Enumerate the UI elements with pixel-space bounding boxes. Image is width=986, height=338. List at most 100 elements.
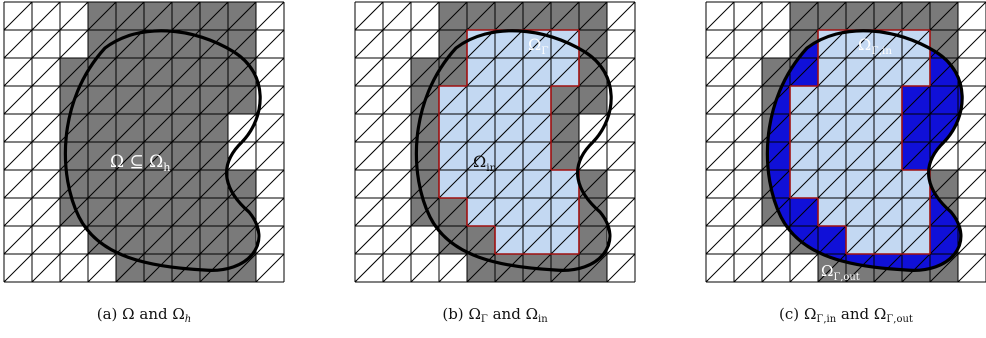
mesh-diagonal — [382, 57, 412, 87]
mesh-diagonal — [817, 197, 847, 227]
mesh-diagonal — [3, 225, 33, 255]
mesh-diagonal — [957, 169, 986, 199]
mesh-diagonal — [578, 197, 608, 227]
mesh-diagonal — [845, 225, 875, 255]
mesh-diagonal — [227, 141, 257, 171]
mesh-diagonal — [199, 113, 229, 143]
mesh-diagonal — [3, 85, 33, 115]
mesh-diagonal — [578, 57, 608, 87]
mesh-diagonal — [438, 29, 468, 59]
mesh-diagonal — [410, 225, 440, 255]
mesh-diagonal — [171, 197, 201, 227]
mesh-diagonal — [901, 253, 931, 283]
mesh-diagonal — [115, 57, 145, 87]
mesh-diagonal — [382, 113, 412, 143]
mesh-diagonal — [789, 169, 819, 199]
mesh-diagonal — [845, 85, 875, 115]
mesh-diagonal — [901, 85, 931, 115]
mesh-diagonal — [143, 197, 173, 227]
mesh-diagonal — [845, 113, 875, 143]
mesh-diagonal — [789, 113, 819, 143]
mesh-diagonal — [199, 141, 229, 171]
mesh-diagonal — [354, 1, 384, 31]
mesh-diagonal — [578, 141, 608, 171]
mesh-diagonal — [522, 113, 552, 143]
mesh-diagonal — [3, 29, 33, 59]
mesh-diagonal — [957, 253, 986, 283]
mesh-diagonal — [606, 57, 636, 87]
mesh-diagonal — [87, 57, 117, 87]
mesh-diagonal — [87, 1, 117, 31]
mesh-diagonal — [466, 225, 496, 255]
mesh-diagonal — [171, 57, 201, 87]
mesh-diagonal — [550, 141, 580, 171]
mesh-diagonal — [143, 169, 173, 199]
mesh-diagonal — [438, 253, 468, 283]
mesh-diagonal — [410, 253, 440, 283]
mesh-diagonal — [227, 225, 257, 255]
mesh-diagonal — [255, 225, 285, 255]
mesh-diagonal — [733, 225, 763, 255]
mesh-diagonal — [873, 141, 903, 171]
mesh-diagonal — [115, 141, 145, 171]
mesh-diagonal — [606, 113, 636, 143]
mesh-diagonal — [705, 225, 735, 255]
mesh-diagonal — [382, 1, 412, 31]
mesh-diagonal — [550, 253, 580, 283]
mesh-diagonal — [901, 29, 931, 59]
mesh-diagonal — [382, 225, 412, 255]
mesh-diagonal — [199, 1, 229, 31]
mesh-diagonal — [494, 253, 524, 283]
mesh-diagonal — [354, 85, 384, 115]
mesh-diagonal — [550, 169, 580, 199]
mesh-diagonal — [733, 169, 763, 199]
mesh-diagonal — [410, 57, 440, 87]
mesh-diagonal — [199, 29, 229, 59]
mesh-diagonal — [789, 197, 819, 227]
label-omega-gamma-in: ΩΓ,in — [858, 35, 892, 57]
mesh-diagonal — [733, 253, 763, 283]
mesh-diagonal — [522, 197, 552, 227]
mesh-diagonal — [522, 225, 552, 255]
mesh-diagonal — [957, 197, 986, 227]
mesh-diagonal — [143, 1, 173, 31]
mesh-diagonal — [929, 113, 959, 143]
caption-tag: (a) — [96, 305, 118, 323]
mesh-diagonal — [550, 225, 580, 255]
mesh-diagonal — [733, 29, 763, 59]
panel-a-diagram: Ω ⊆ Ωh — [3, 1, 285, 283]
mesh-diagonal — [31, 57, 61, 87]
mesh-diagonal — [817, 141, 847, 171]
domain-boundary — [765, 29, 964, 272]
mesh-diagonal — [522, 1, 552, 31]
mesh-diagonal — [87, 253, 117, 283]
mesh-diagonal — [354, 113, 384, 143]
mesh-diagonal — [354, 169, 384, 199]
mesh-diagonal — [171, 1, 201, 31]
mesh-diagonal — [3, 57, 33, 87]
mesh-diagonal — [199, 225, 229, 255]
caption-tag: (c) — [779, 305, 800, 323]
mesh-diagonal — [494, 1, 524, 31]
mesh-diagonal — [845, 141, 875, 171]
mesh-diagonal — [845, 169, 875, 199]
mesh-diagonal — [705, 29, 735, 59]
mesh-diagonal — [606, 29, 636, 59]
mesh-diagonal — [550, 197, 580, 227]
mesh-diagonal — [31, 85, 61, 115]
mesh-diagonal — [438, 141, 468, 171]
mesh-diagonal — [901, 169, 931, 199]
mesh-diagonal — [929, 253, 959, 283]
mesh-diagonal — [171, 85, 201, 115]
mesh-diagonal — [789, 253, 819, 283]
mesh-diagonal — [873, 225, 903, 255]
mesh-diagonal — [115, 225, 145, 255]
label-omega-gamma-out: ΩΓ,out — [821, 262, 860, 283]
mesh-diagonal — [59, 1, 89, 31]
mesh-diagonal — [761, 225, 791, 255]
mesh-diagonal — [143, 29, 173, 59]
mesh-diagonal — [115, 1, 145, 31]
mesh-diagonal — [901, 141, 931, 171]
mesh-diagonal — [3, 253, 33, 283]
mesh-diagonal — [87, 29, 117, 59]
